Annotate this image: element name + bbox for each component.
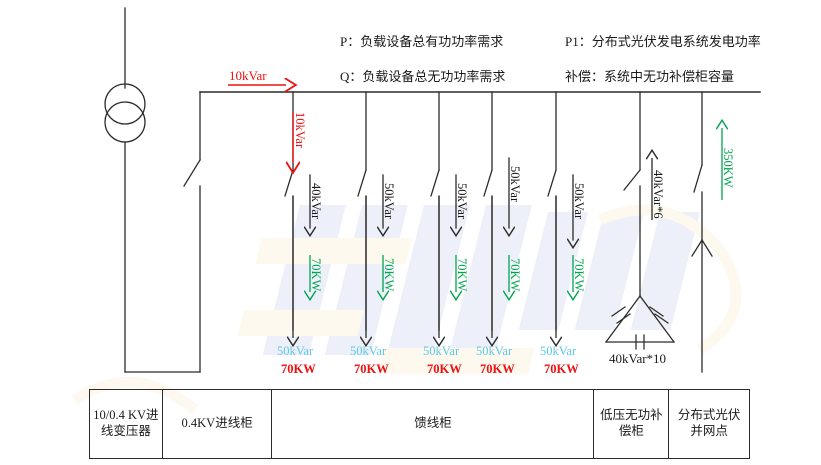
pv-flow-label: 350KW [721, 148, 735, 188]
feeder-2-bottom-active: 70KW [354, 362, 389, 376]
feeder-3-bottom-reactive: 50kVar [423, 344, 460, 358]
drop-reactive-label: 10kVar [293, 112, 307, 149]
compensation-flow-label: 40kVar*6 [651, 170, 665, 219]
legend-line-2-left: Q：负载设备总无功功率需求 [340, 69, 506, 84]
compensation-bank-label: 40kVar*10 [609, 351, 667, 366]
feeder-3-reactive-label: 50kVar [455, 183, 469, 220]
feeder-2-active-label: 70KW [382, 258, 396, 292]
legend-line-2-right: 补偿：系统中无功补偿柜容量 [565, 69, 735, 84]
feeder-4-bottom-active: 70KW [480, 362, 515, 376]
feeder-3-bottom-active: 70KW [427, 362, 462, 376]
feeder-5-bottom-reactive: 50kVar [540, 344, 577, 358]
feeder-5-active-label: 70KW [572, 258, 586, 292]
feeder-3-active-label: 70KW [455, 258, 469, 292]
feeder-4-active-label: 70KW [508, 258, 522, 292]
table-cell-feeder: 馈线柜 [272, 390, 595, 458]
bus-reactive-label: 10kVar [229, 68, 267, 83]
feeder-1-bottom-active: 70KW [281, 362, 316, 376]
table-cell-pv: 分布式光伏并网点 [677, 408, 741, 438]
table-cell-incoming: 0.4KV进线柜 [163, 390, 273, 458]
feeder-4-bottom-reactive: 50kVar [476, 344, 513, 358]
legend-line-1-left: P：负载设备总有功功率需求 [340, 34, 504, 49]
feeder-1-reactive-label: 40kVar [309, 183, 323, 220]
table-cell-compensation: 低压无功补偿柜 [594, 390, 670, 458]
feeder-1-active-label: 70KW [309, 258, 323, 292]
table-cell-transformer: 10/0.4 KV进线变压器 [90, 390, 163, 458]
incoming-breaker [183, 91, 201, 373]
compensation-cabinet [605, 91, 675, 350]
feeder-2-bottom-reactive: 50kVar [350, 344, 387, 358]
feeder-1-bottom-reactive: 50kVar [277, 344, 314, 358]
feeder-2-reactive-label: 50kVar [382, 183, 396, 220]
pv-grid-connection [691, 91, 713, 373]
feeder-4-reactive-label: 50kVar [508, 166, 522, 203]
legend-line-1-right: P1：分布式光伏发电系统发电功率 [565, 34, 761, 49]
incoming-transformer [104, 7, 201, 373]
equipment-zone-table: 10/0.4 KV进线变压器 0.4KV进线柜 馈线柜 低压无功补偿柜 分布式光… [89, 389, 750, 459]
feeder-5-reactive-label: 50kVar [572, 183, 586, 220]
feeder-5-bottom-active: 70KW [544, 362, 579, 376]
